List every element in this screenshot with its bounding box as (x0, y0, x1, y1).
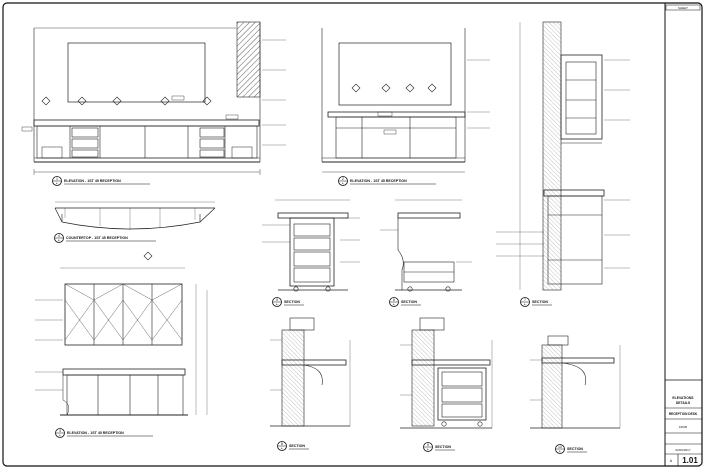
section-9-title: 9 A- SECTION (423, 442, 455, 452)
titleblock-top-label: SHEET (678, 6, 688, 10)
elevation-1-drawing (21, 21, 286, 175)
section-5-label: SECTION (284, 300, 300, 304)
section-10-number: 10 (558, 445, 562, 449)
section-8-label: SECTION (289, 444, 305, 448)
elevation-2-drawing (321, 28, 490, 173)
section-3-number: 7 (524, 298, 526, 302)
section-10-title: 10 A- SECTION (555, 444, 587, 454)
elevation-2-ref: A- (342, 182, 345, 186)
elevation-1-ref: A- (56, 182, 59, 186)
countertop-number: 4 (58, 234, 60, 238)
section-10-ref: A- (559, 450, 562, 454)
elevation-3-drawing (35, 251, 208, 416)
elevation-2-title: 2 A- ELEVATION - 1ST 45 RECEPTION (338, 176, 436, 186)
project-name: RECEPTION DESK (669, 412, 698, 416)
section-6-title: 6 A- SECTION (389, 297, 421, 307)
countertop-ref: A- (58, 239, 61, 243)
section-10-drawing (530, 335, 621, 429)
elevation-3-number: 3 (59, 429, 61, 433)
sheet-number: 1.01 (682, 456, 698, 465)
section-top-right-drawing (496, 21, 630, 291)
countertop-drawing (54, 201, 216, 230)
countertop-title: 4 A- COUNTERTOP - 1ST 45 RECEPTION (54, 233, 156, 243)
job-number: 10635 (679, 425, 688, 429)
elevation-2-label: ELEVATION - 1ST 45 RECEPTION (350, 179, 407, 183)
section-8-ref: A- (281, 447, 284, 451)
section-5-title: 5 A- SECTION (272, 297, 304, 307)
section-5-drawing (262, 199, 360, 292)
section-6-number: 6 (393, 298, 395, 302)
sheet-date: 02/02/2017 (675, 448, 690, 452)
section-8-title: 8 A- SECTION (277, 441, 309, 451)
section-9-drawing (400, 317, 493, 429)
title-block: SHEET ELEVATIONS DETAILS RECEPTION DESK … (664, 3, 702, 466)
section-9-number: 9 (427, 443, 429, 447)
section-6-ref: A- (393, 303, 396, 307)
section-8-drawing (270, 317, 351, 427)
section-10-label: SECTION (567, 447, 583, 451)
section-3-title: 7 A- SECTION (520, 297, 552, 307)
section-9-label: SECTION (435, 445, 451, 449)
elevation-1-title: 1 A- ELEVATION - 1ST 45 RECEPTION (52, 176, 150, 186)
sheet-title-1: ELEVATIONS (672, 396, 694, 400)
section-6-label: SECTION (401, 300, 417, 304)
elevation-3-label: ELEVATION - 1ST 45 RECEPTION (67, 431, 124, 435)
section-6-drawing (380, 199, 472, 292)
sheet-label: A (670, 459, 673, 463)
elevation-3-ref: A- (59, 434, 62, 438)
elevation-1-label: ELEVATION - 1ST 45 RECEPTION (64, 179, 121, 183)
section-3-label: SECTION (532, 300, 548, 304)
section-3-ref: A- (524, 303, 527, 307)
elevation-3-title: 3 A- ELEVATION - 1ST 45 RECEPTION (55, 428, 153, 438)
section-5-ref: A- (276, 303, 279, 307)
section-5-number: 5 (276, 298, 278, 302)
section-8-number: 8 (281, 442, 283, 446)
elevation-1-number: 1 (56, 177, 58, 181)
countertop-label: COUNTERTOP - 1ST 45 RECEPTION (66, 236, 128, 240)
section-9-ref: A- (427, 448, 430, 452)
sheet-title-2: DETAILS (676, 401, 691, 405)
elevation-2-number: 2 (342, 177, 344, 181)
